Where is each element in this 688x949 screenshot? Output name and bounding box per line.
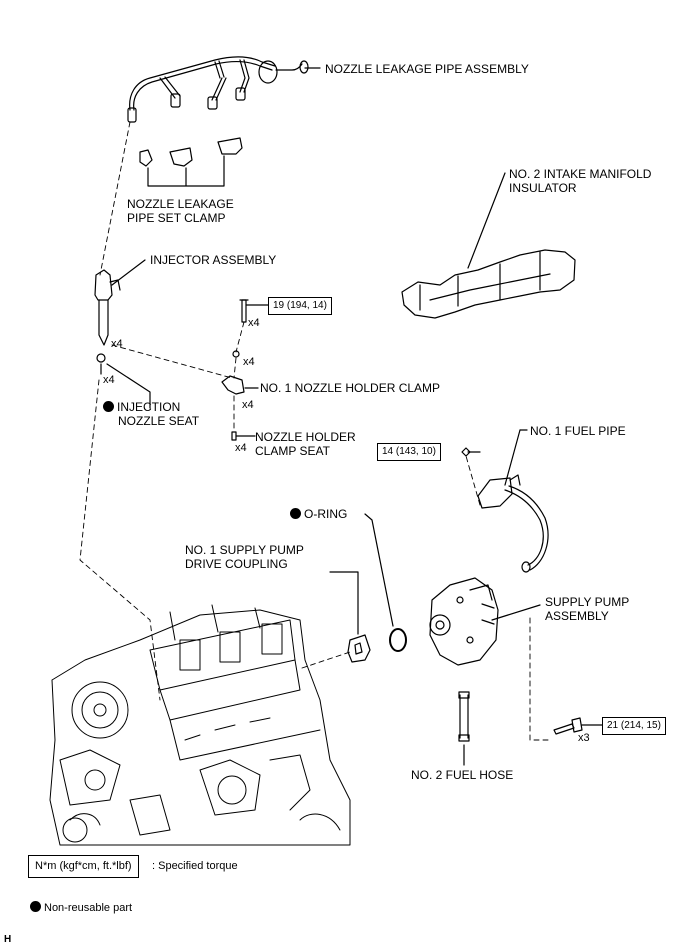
label-drive-coupling-line2: DRIVE COUPLING xyxy=(185,557,288,571)
label-no2-intake-insulator-line1: NO. 2 INTAKE MANIFOLD xyxy=(509,167,652,181)
label-nozzle-set-clamp-line1: NOZZLE LEAKAGE xyxy=(127,197,234,211)
non-reusable-marker-icon xyxy=(30,901,41,912)
fuel-pipe-drawing xyxy=(461,447,549,573)
pump-bolt-drawing xyxy=(553,717,583,735)
label-no2-intake-insulator-line2: INSULATOR xyxy=(509,181,577,195)
label-o-ring: O-RING xyxy=(290,507,347,521)
pipe-set-clamps-drawing xyxy=(139,137,243,167)
label-injection-seat-line2: NOZZLE SEAT xyxy=(118,414,200,428)
non-reusable-marker-icon xyxy=(103,401,114,412)
torque-pump-bolt: 21 (214, 15) xyxy=(602,717,666,735)
fuel-hose-drawing xyxy=(458,691,470,742)
engine-block-drawing xyxy=(49,604,351,846)
mult-washer: x4 xyxy=(243,356,255,368)
mult-holder-clamp: x4 xyxy=(242,399,254,411)
nozzle-leakage-pipe-drawing xyxy=(127,56,309,123)
supply-pump-drawing xyxy=(429,577,499,666)
intake-manifold-insulator-drawing xyxy=(401,249,576,319)
label-supply-pump-line2: ASSEMBLY xyxy=(545,609,609,623)
torque-fuel-pipe-bolt: 14 (143, 10) xyxy=(377,443,441,461)
holder-clamp-group-drawing xyxy=(221,299,249,441)
o-ring-drawing xyxy=(389,628,407,652)
legend-torque-desc: : Specified torque xyxy=(152,860,238,872)
label-drive-coupling-line1: NO. 1 SUPPLY PUMP xyxy=(185,543,304,557)
mult-nozzle-seat: x4 xyxy=(103,374,115,386)
label-nozzle-leakage-pipe: NOZZLE LEAKAGE PIPE ASSEMBLY xyxy=(325,62,529,76)
mult-clamp-seat: x4 xyxy=(235,442,247,454)
label-injector-assembly: INJECTOR ASSEMBLY xyxy=(150,253,277,267)
label-supply-pump-line1: SUPPLY PUMP xyxy=(545,595,630,609)
drive-coupling-drawing xyxy=(347,634,371,663)
label-holder-clamp-seat-line1: NOZZLE HOLDER xyxy=(255,430,356,444)
label-holder-clamp-seat-line2: CLAMP SEAT xyxy=(255,444,330,458)
mult-injector: x4 xyxy=(111,338,123,350)
mult-pump-bolt: x3 xyxy=(578,732,590,744)
label-no1-holder-clamp: NO. 1 NOZZLE HOLDER CLAMP xyxy=(260,381,441,395)
label-injection-seat-line1: INJECTION xyxy=(103,400,180,414)
mult-clamp-bolt: x4 xyxy=(248,317,260,329)
non-reusable-marker-icon xyxy=(290,508,301,519)
label-no1-fuel-pipe: NO. 1 FUEL PIPE xyxy=(530,424,626,438)
legend-torque-unit: N*m (kgf*cm, ft.*lbf) xyxy=(28,855,139,878)
label-nozzle-set-clamp-line2: PIPE SET CLAMP xyxy=(127,211,226,225)
legend-non-reusable: Non-reusable part xyxy=(30,901,132,915)
figure-code: H xyxy=(4,934,12,945)
label-no2-fuel-hose: NO. 2 FUEL HOSE xyxy=(411,768,514,782)
torque-clamp-bolt: 19 (194, 14) xyxy=(268,297,332,315)
